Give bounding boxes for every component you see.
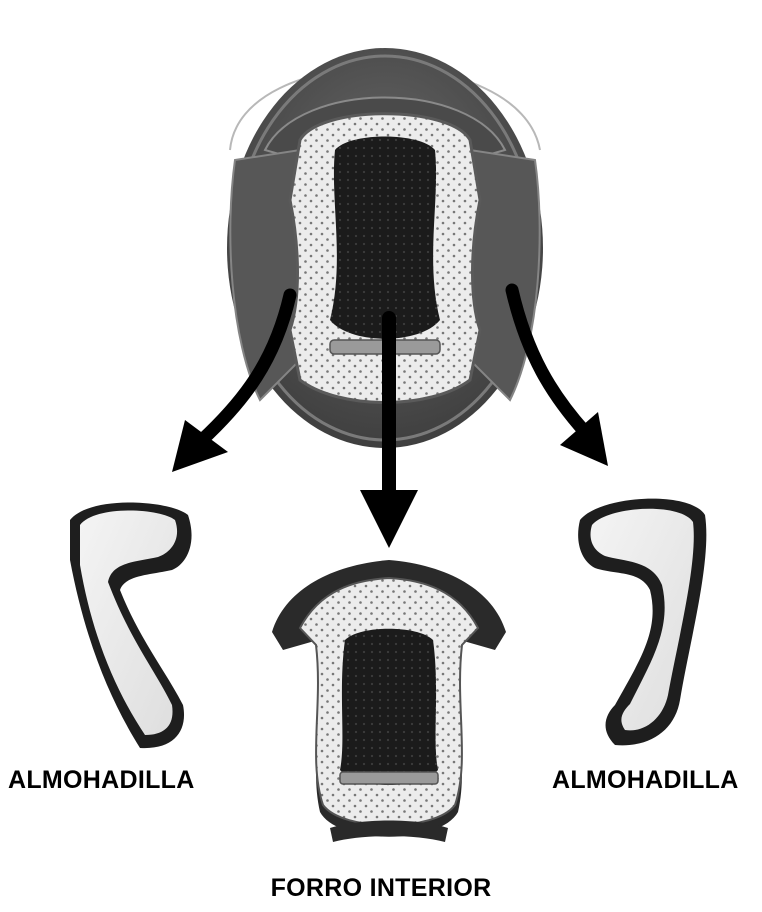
cheek-pad-left	[70, 503, 192, 749]
label-right-pad: ALMOHADILLA	[552, 766, 739, 795]
inner-liner	[272, 560, 506, 842]
helmet-mesh	[330, 137, 440, 339]
label-left-pad: ALMOHADILLA	[8, 766, 195, 795]
cheek-pad-right	[578, 499, 706, 746]
label-inner-liner: FORRO INTERIOR	[0, 874, 762, 903]
